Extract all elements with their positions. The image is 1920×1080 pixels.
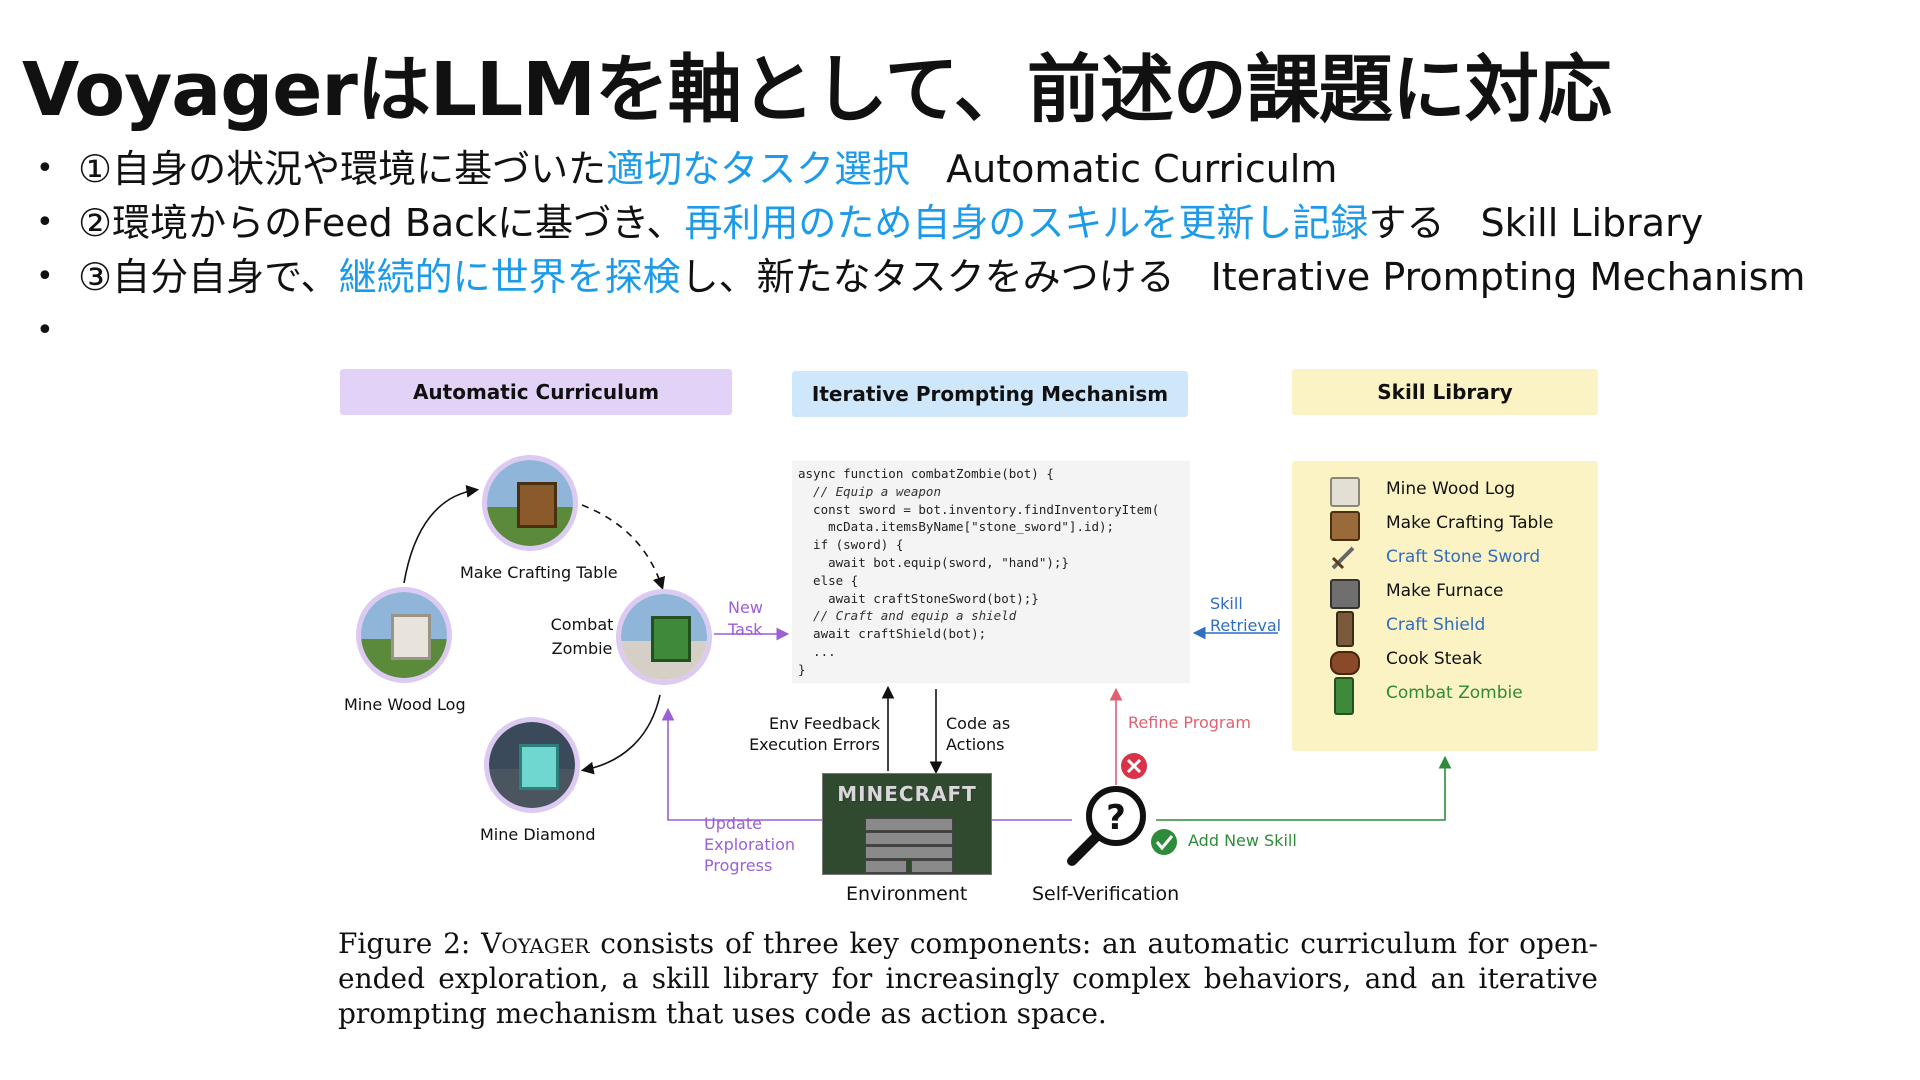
bullet-text-post: する	[1368, 201, 1445, 245]
shield-icon	[1336, 611, 1354, 647]
bullet-item: • ③自分自身で、継続的に世界を探検し、新たなタスクをみつける Iterative …	[34, 250, 1805, 304]
code-line: await craftShield(bot);	[798, 626, 987, 642]
bullet-highlight: 再利用のため自身のスキルを更新し記録	[684, 201, 1369, 245]
furnace-icon	[1330, 579, 1360, 609]
minecraft-screenshot: MINECRAFT	[822, 773, 992, 875]
node-label-mine-diamond: Mine Diamond	[480, 825, 596, 844]
caption-prefix: Figure 2:	[338, 927, 471, 960]
header-iterative-prompting: Iterative Prompting Mechanism	[792, 371, 1188, 417]
error-x-icon	[1121, 753, 1147, 779]
code-line: const sword = bot.inventory.findInventor…	[798, 501, 1160, 517]
header-automatic-curriculum: Automatic Curriculum	[340, 369, 732, 415]
wood-log-scene-icon	[356, 587, 452, 683]
skill-library-panel: Mine Wood Log Make Crafting Table Craft …	[1292, 461, 1598, 751]
label-refine-program: Refine Program	[1128, 713, 1251, 732]
crafting-table-scene-icon	[482, 455, 578, 551]
code-line: if (sword) {	[798, 537, 904, 553]
bullet-item: • ②環境からのFeed Backに基づき、再利用のため自身のスキルを更新し記録す…	[34, 196, 1805, 250]
figure-caption: Figure 2: Voyager consists of three key …	[338, 926, 1598, 1031]
bullet-item-empty: •	[34, 304, 1805, 358]
minecraft-logo: MINECRAFT	[837, 782, 977, 806]
bullet-text: 環境からのFeed Backに基づき、	[112, 201, 685, 245]
arrow-log-to-table	[403, 484, 480, 584]
node-label-make-crafting-table: Make Crafting Table	[460, 563, 618, 582]
bullet-number: ③	[78, 255, 113, 299]
caption-text: consists of three key components: an aut…	[338, 927, 1599, 1030]
code-line: await craftStoneSword(bot);}	[798, 590, 1039, 606]
bullet-marker: •	[36, 313, 54, 348]
zombie-icon	[1334, 677, 1354, 715]
arrow-table-to-zombie	[581, 504, 666, 591]
bullet-list: • ①自身の状況や環境に基づいた適切なタスク選択 Automatic Curricu…	[34, 142, 1805, 358]
voyager-figure: ? Automatic Curriculum Iterative Prompti…	[330, 365, 1610, 915]
bullet-highlight: 適切なタスク選択	[606, 147, 911, 191]
bullet-term: Skill Library	[1480, 201, 1704, 245]
code-line: else {	[798, 572, 859, 588]
bullet-marker: •	[36, 151, 54, 186]
label-self-verification: Self-Verification	[1032, 883, 1180, 905]
bullet-text: 自分自身で、	[112, 255, 339, 299]
skill-item: Combat Zombie	[1386, 683, 1523, 703]
code-line: // Craft and equip a shield	[798, 608, 1017, 624]
code-line: }	[798, 661, 806, 677]
code-line: await bot.equip(sword, "hand");}	[798, 554, 1069, 570]
bullet-number: ①	[78, 147, 113, 191]
bullet-highlight: 継続的に世界を探検	[338, 255, 681, 299]
code-block: async function combatZombie(bot) { // Eq…	[792, 461, 1190, 683]
check-circle-icon	[1151, 829, 1177, 855]
bullet-term: Automatic Curriculm	[946, 147, 1338, 191]
caption-name: Voyager	[481, 927, 590, 960]
arrow-zombie-to-diamond	[580, 694, 661, 775]
bullet-text: 自身の状況や環境に基づいた	[112, 147, 607, 191]
code-line: mcData.itemsByName["stone_sword"].id);	[798, 519, 1115, 535]
skill-item: Craft Stone Sword	[1386, 547, 1541, 567]
code-line: ...	[798, 643, 836, 659]
label-add-new-skill: Add New Skill	[1188, 831, 1297, 850]
skill-item: Cook Steak	[1386, 649, 1483, 669]
bullet-term: Iterative Prompting Mechanism	[1210, 255, 1806, 299]
svg-text:?: ?	[1106, 798, 1126, 838]
header-skill-library: Skill Library	[1292, 369, 1598, 415]
steak-icon	[1330, 651, 1360, 675]
arrow-update-progress	[661, 707, 822, 821]
skill-item: Mine Wood Log	[1386, 479, 1516, 499]
skill-item: Make Furnace	[1386, 581, 1504, 601]
bullet-item: • ①自身の状況や環境に基づいた適切なタスク選択 Automatic Curricu…	[34, 142, 1805, 196]
skill-item: Craft Shield	[1386, 615, 1486, 635]
bullet-marker: •	[36, 259, 54, 294]
crafting-table-icon	[1330, 511, 1360, 541]
code-line: async function combatZombie(bot) {	[798, 466, 1054, 481]
code-line: // Equip a weapon	[798, 483, 941, 499]
zombie-scene-icon	[616, 589, 712, 685]
slide-title: VoyagerはLLMを軸として、前述の課題に対応	[22, 47, 1612, 133]
label-environment: Environment	[846, 883, 968, 905]
magnifier-question-icon: ?	[1067, 786, 1146, 866]
stone-sword-icon	[1330, 545, 1356, 571]
bullet-number: ②	[78, 201, 113, 245]
bullet-marker: •	[36, 205, 54, 240]
diamond-scene-icon	[484, 717, 580, 813]
node-label-combat-zombie: Combat Zombie	[550, 615, 614, 658]
skill-item: Make Crafting Table	[1386, 513, 1554, 533]
bullet-text-post: し、新たなタスクをみつける	[680, 255, 1175, 299]
node-label-mine-wood-log: Mine Wood Log	[344, 695, 466, 714]
arrow-add-new-skill	[1156, 755, 1452, 821]
wood-log-icon	[1330, 477, 1360, 507]
